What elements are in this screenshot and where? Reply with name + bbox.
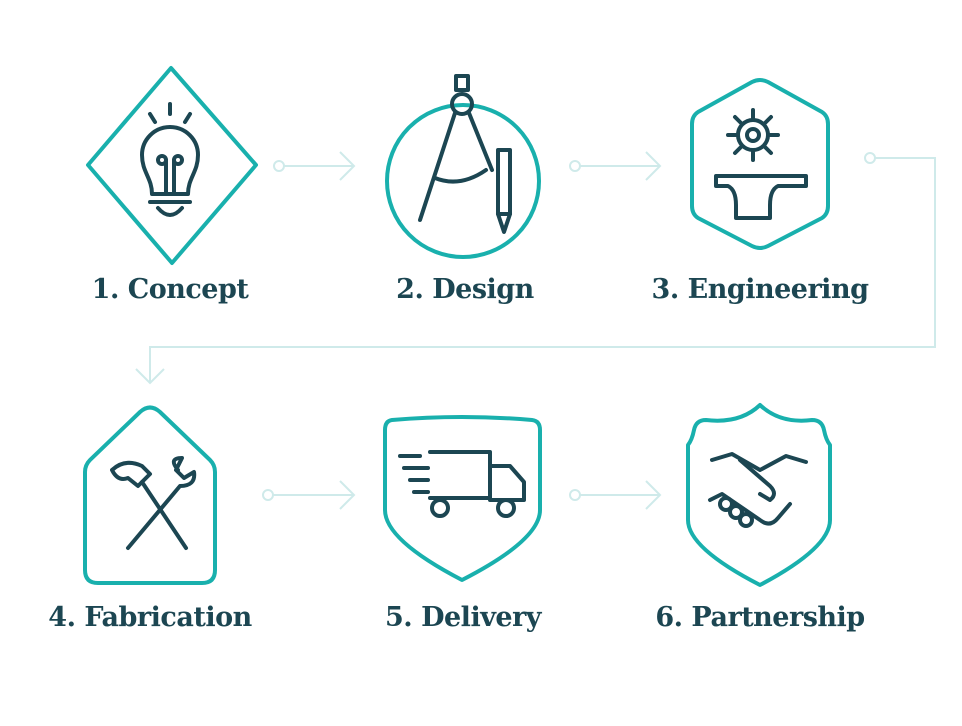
connector-4-5 [262,480,356,510]
hammer-wrench-icon [110,456,197,550]
step-label-concept: 1. Concept [91,274,249,305]
step-label-engineering: 3. Engineering [651,274,869,305]
handshake-icon [708,452,808,528]
circle-frame [385,103,541,259]
truck-icon [398,450,526,518]
step-label-delivery: 5. Delivery [385,602,541,633]
gear-beam-icon [714,108,808,220]
house-frame [83,405,217,585]
connector-1-2 [273,151,356,181]
diamond-frame [86,66,258,265]
connector-5-6 [569,480,662,510]
hexagon-frame [690,78,830,250]
connector-2-3 [569,151,662,181]
step-label-design: 2. Design [396,274,534,305]
shield-frame [383,415,542,582]
step-label-fabrication: 4. Fabrication [48,602,252,633]
step-label-partnership: 6. Partnership [655,602,865,633]
badge-frame [686,403,832,587]
connector-3-4 [135,152,936,385]
lightbulb-icon [140,102,200,217]
compass-pencil-icon [418,74,512,234]
